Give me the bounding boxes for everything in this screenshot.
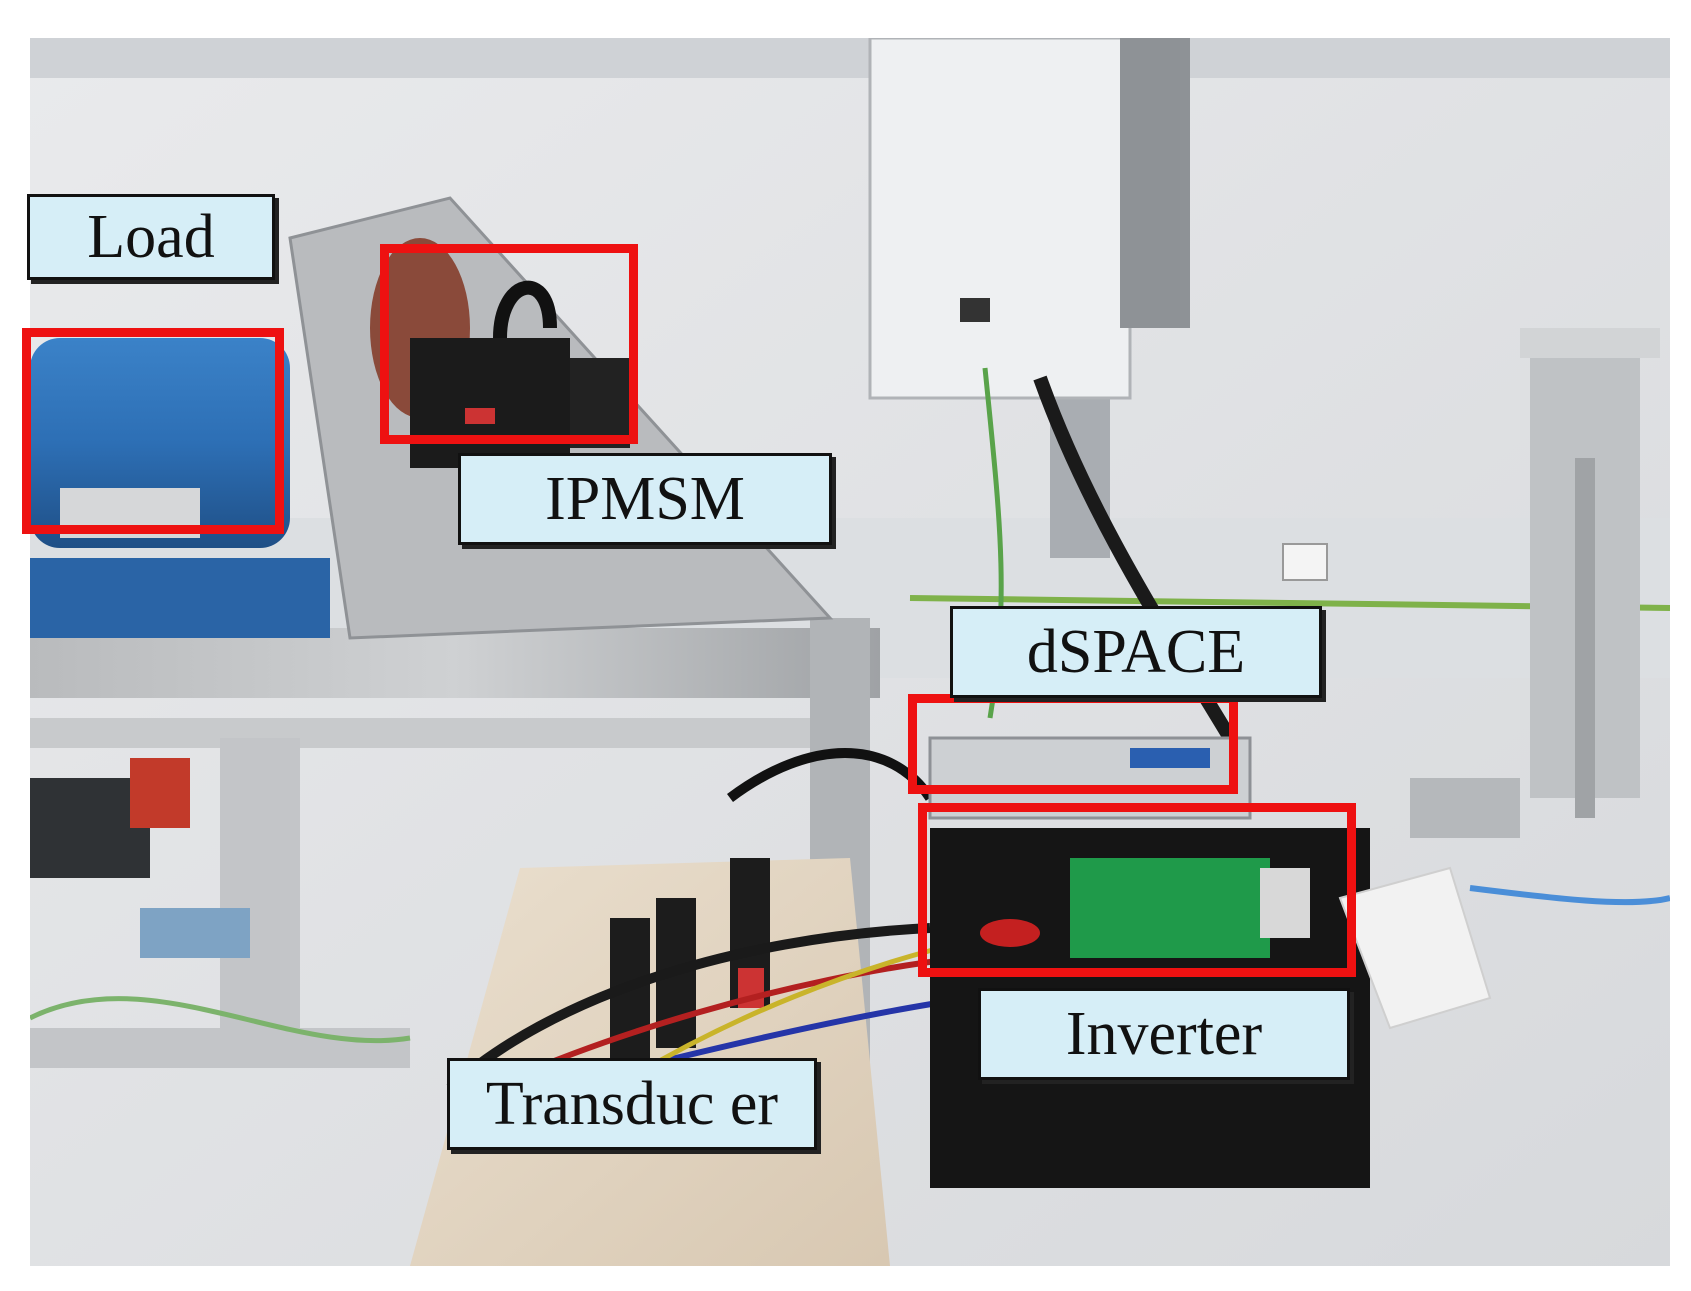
inverter-highlight-box xyxy=(918,803,1356,977)
lab-test-bench-photo xyxy=(30,38,1670,1266)
ipmsm-label: IPMSM xyxy=(458,453,832,545)
ipmsm-motor xyxy=(410,338,570,468)
inverter-label: Inverter xyxy=(978,988,1350,1080)
dspace-highlight-box xyxy=(908,694,1238,794)
load-highlight-box xyxy=(22,328,284,534)
grey-window-frame xyxy=(30,38,1670,78)
dspace-label: dSPACE xyxy=(950,606,1322,698)
pcb-board xyxy=(1070,858,1270,958)
aluminium-frame-top xyxy=(30,628,880,698)
transducer-label: Transduc er xyxy=(447,1058,817,1150)
electrical-cabinet xyxy=(868,38,1132,400)
load-label: Load xyxy=(27,194,275,280)
power-supply xyxy=(1410,778,1520,838)
wall-socket xyxy=(1282,543,1328,581)
ipmsm-highlight-box xyxy=(380,244,638,444)
